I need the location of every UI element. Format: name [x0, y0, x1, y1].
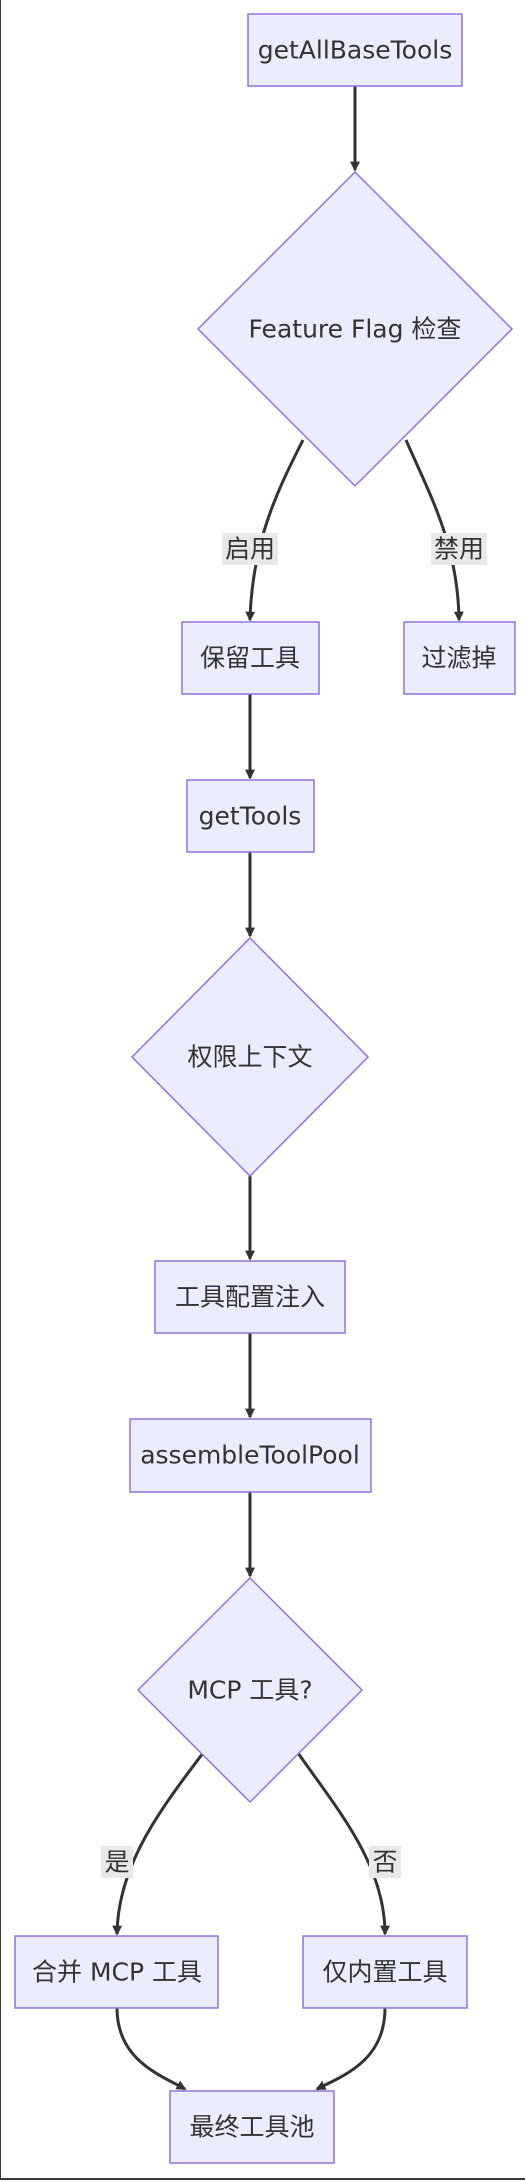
- node-merge-mcp-tools-label: 合并 MCP 工具: [32, 1958, 202, 1987]
- edge-mcpquestion-to-merge: [112, 1752, 205, 1936]
- node-keep-tools: 保留工具: [181, 621, 320, 695]
- node-get-all-base-tools-label: getAllBaseTools: [258, 36, 453, 65]
- edge-label-enabled-text: 启用: [225, 535, 275, 564]
- node-get-tools: getTools: [186, 779, 315, 853]
- edge-featureflag-to-filterout: [404, 439, 464, 622]
- node-filter-out: 过滤掉: [403, 621, 516, 695]
- node-permission-context-label: 权限上下文: [187, 1043, 312, 1072]
- edge-label-yes-text: 是: [104, 1848, 129, 1877]
- node-get-tools-label: getTools: [199, 802, 302, 831]
- edge-featureflag-to-keeptools: [245, 439, 305, 622]
- edge-label-disabled-text: 禁用: [434, 535, 484, 564]
- node-builtin-only-label: 仅内置工具: [322, 1958, 447, 1987]
- edge-label-no-text: 否: [372, 1848, 397, 1877]
- edge-label-enabled: 启用: [222, 533, 278, 565]
- node-keep-tools-label: 保留工具: [200, 644, 300, 673]
- node-mcp-tools-question: MCP 工具?: [136, 1576, 364, 1804]
- edge-builtinonly-to-final: [315, 2007, 387, 2091]
- edge-merge-to-final: [115, 2007, 187, 2091]
- node-tool-config-inject-label: 工具配置注入: [175, 1283, 325, 1312]
- edge-label-disabled: 禁用: [431, 533, 487, 565]
- node-feature-flag-check: Feature Flag 检查: [196, 170, 514, 488]
- node-assemble-tool-pool: assembleToolPool: [129, 1418, 372, 1493]
- edge-label-no: 否: [369, 1846, 401, 1878]
- node-final-tool-pool: 最终工具池: [169, 2090, 335, 2164]
- node-tool-config-inject: 工具配置注入: [154, 1260, 346, 1334]
- edge-mcpquestion-to-builtinonly: [296, 1752, 390, 1936]
- node-mcp-tools-question-label: MCP 工具?: [187, 1676, 312, 1705]
- node-merge-mcp-tools: 合并 MCP 工具: [14, 1935, 219, 2009]
- node-get-all-base-tools: getAllBaseTools: [247, 13, 463, 87]
- node-permission-context: 权限上下文: [130, 936, 370, 1178]
- node-feature-flag-check-label: Feature Flag 检查: [249, 315, 462, 344]
- node-builtin-only: 仅内置工具: [302, 1935, 468, 2009]
- node-assemble-tool-pool-label: assembleToolPool: [140, 1441, 360, 1470]
- node-final-tool-pool-label: 最终工具池: [189, 2113, 314, 2142]
- node-filter-out-label: 过滤掉: [421, 644, 496, 673]
- edge-label-yes: 是: [101, 1846, 133, 1878]
